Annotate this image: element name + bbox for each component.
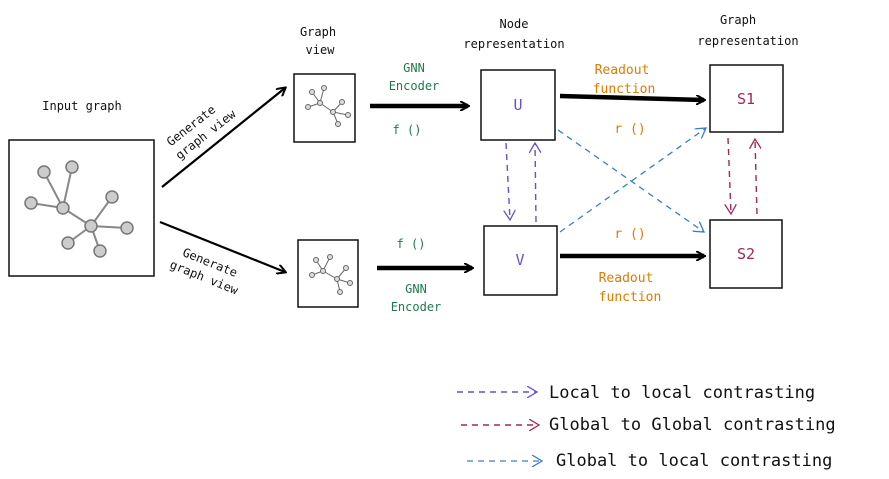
r-bottom-label: r () <box>614 227 645 242</box>
node-v-label: V <box>515 251 524 269</box>
legend-global-local-label: Global to local contrasting <box>556 451 832 471</box>
f-top-label: f () <box>393 123 422 137</box>
input-graph-nodes <box>24 160 134 258</box>
node-s2-box <box>709 219 783 289</box>
global-contrast-arrow-up <box>755 139 757 215</box>
global-contrast-arrow-down <box>728 137 731 214</box>
node-s2-label: S2 <box>737 245 755 263</box>
generate-bottom-arrow <box>159 220 285 272</box>
node-s1-box <box>709 64 784 133</box>
gnn-encoder-bottom-line2: Encoder <box>391 300 442 314</box>
node-u-box <box>480 69 556 141</box>
node-s1-label: S1 <box>737 90 755 108</box>
graph-view-top-network <box>305 85 351 127</box>
generate-top-arrow <box>161 88 285 188</box>
generate-top-label: Generate graph view <box>164 102 239 162</box>
gnn-encoder-top-line2: Encoder <box>389 79 440 93</box>
local-contrast-arrow-up <box>535 143 536 223</box>
legend-local-label: Local to local contrasting <box>549 383 815 403</box>
graph-representation-line2: representation <box>697 34 798 48</box>
node-u-label: U <box>513 96 522 114</box>
readout-top-line1: Readout <box>595 63 650 78</box>
global-local-arrow-u-to-s2 <box>557 129 704 232</box>
graph-view-bottom-network <box>309 254 353 295</box>
legend-global-label: Global to Global contrasting <box>549 415 836 435</box>
node-v-box <box>483 225 558 296</box>
readout-top-line2: function <box>593 82 656 97</box>
gnn-encoder-top-line1: GNN <box>403 61 425 75</box>
local-contrast-arrow-down <box>506 142 510 220</box>
node-representation-line1: Node <box>500 17 529 31</box>
readout-bottom-line1: Readout <box>599 271 654 286</box>
gnn-encoder-bottom-line1: GNN <box>405 282 427 296</box>
global-local-arrow-v-to-s1 <box>559 128 706 233</box>
input-graph-label: Input graph <box>42 99 121 113</box>
graph-representation-line1: Graph <box>720 13 756 27</box>
graph-view-top-box <box>293 73 356 143</box>
graph-view-label-line2: view <box>306 43 336 57</box>
f-bottom-label: f () <box>397 237 426 251</box>
readout-top-arrow <box>559 93 704 100</box>
node-representation-line2: representation <box>463 37 564 51</box>
r-top-label: r () <box>614 122 645 137</box>
legend: Local to local contrasting Global to Glo… <box>457 383 836 471</box>
graph-view-label-line1: Graph <box>300 25 336 39</box>
readout-bottom-line2: function <box>599 290 662 305</box>
